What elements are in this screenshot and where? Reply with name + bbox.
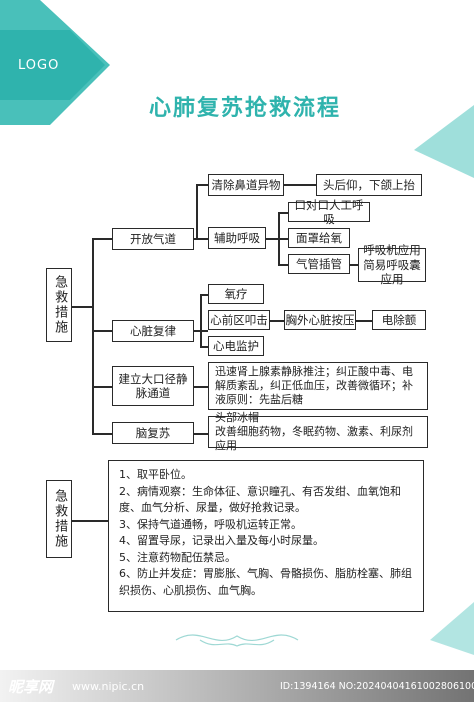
node-intubation: 气管插管 [288,254,350,274]
logo: LOGO [18,58,60,73]
node-mouth-to-mouth: 口对口人工呼吸 [288,198,370,226]
connector [278,238,288,240]
connector [92,330,112,332]
node-chest-compress: 胸外心脏按压 [284,310,356,330]
connector [92,386,112,388]
connector [200,346,208,348]
footer-brand: 昵享网 [8,678,54,696]
node-mask: 面罩给氧 [288,228,350,248]
connector [200,294,208,296]
node-iv-access: 建立大口径静脉通道 [112,366,194,406]
node-brain-resus: 脑复苏 [112,422,194,444]
connector [278,212,288,214]
connector [196,184,198,238]
node-brain-detail: 头部冰帽 改善细胞药物，冬眠药物、激素、利尿剂应用 [208,411,428,452]
emergency-measures-label: 急救措施 [46,268,72,342]
emergency-measures-text: 急救措施 [52,275,68,335]
list-item: 4、留置导尿，记录出入量及每小时尿量。 [119,534,324,547]
connector [92,238,94,434]
list-item: 3、保持气道通畅，呼吸机运转正常。 [119,517,302,531]
connector [350,264,358,266]
list-item: 1、取平卧位。 [119,468,192,481]
connector [270,320,284,322]
footer-id: ID:1394164 NO:20240404161002806100 [280,681,474,692]
connector [200,294,202,346]
list-item: 6、防止并发症：胃膨胀、气胸、骨骼损伤、脂肪栓塞、肺组织损伤、心肌损伤、血气胸。 [119,567,412,597]
connector [194,433,208,435]
connector [284,184,316,186]
connector [196,184,208,186]
connector [92,433,112,435]
emergency-measures-text-2: 急救措施 [52,489,68,549]
ornament-icon [175,634,299,647]
node-iv-detail: 迅速肾上腺素静脉推注；纠正酸中毒、电解质紊乱，纠正低血压，改善微循环；补液原则：… [208,362,428,410]
page-title: 心肺复苏抢救流程 [148,96,341,121]
footer-bar [0,670,474,702]
connector [278,264,288,266]
node-open-airway: 开放气道 [112,228,194,250]
node-oxygen: 氧疗 [208,284,264,304]
connector [194,386,208,388]
node-ecg: 心电监护 [208,336,264,356]
list-item: 2、病情观察：生命体征、意识瞳孔、有否发绀、血氧饱和度、血气分析、尿量，做好抢救… [119,484,401,515]
list-item: 5、注意药物配伍禁忌。 [119,550,236,564]
connector [266,238,278,240]
measures-list: 1、取平卧位。 2、病情观察：生命体征、意识瞳孔、有否发绀、血氧饱和度、血气分析… [108,460,424,612]
node-assist-breath: 辅助呼吸 [208,227,266,249]
connector [356,320,372,322]
node-precordial: 心前区叩击 [208,310,270,330]
node-head-tilt: 头后仰，下颌上抬 [316,174,422,196]
connector [72,520,108,522]
node-ventilator: 呼吸机应用简易呼吸囊应用 [358,243,426,286]
emergency-measures-label-2: 急救措施 [46,480,72,558]
connector [72,306,92,308]
node-defib: 电除颤 [372,310,426,330]
connector [194,238,208,240]
node-clear-airway: 清除鼻道异物 [208,174,284,196]
footer-url: www.nipic.cn [72,680,145,693]
connector [92,238,112,240]
node-heart-resus: 心脏复律 [112,320,194,342]
